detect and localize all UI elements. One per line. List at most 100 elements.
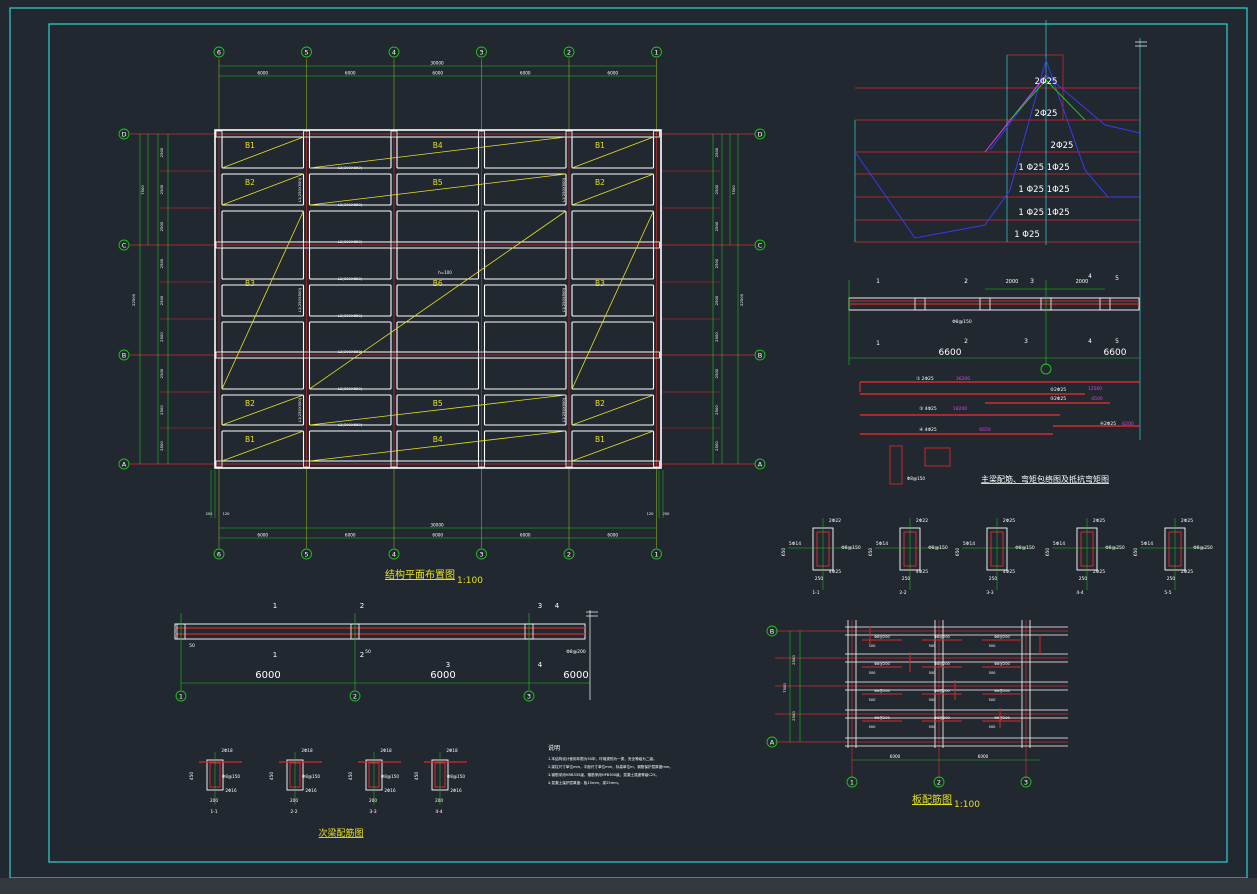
slab-diagonal [309,430,567,462]
section-width: 200 [369,798,377,803]
section-top-bar: 2Φ18 [301,748,313,753]
axis-bubble-right: D [757,130,762,138]
secondary-axis-bubble: 3 [527,692,531,700]
slab-panel [308,430,392,462]
bar-note: ②2Φ25 [1050,387,1066,393]
section-mark: 5 [1115,275,1119,282]
section-mark: 1 [273,602,277,610]
column [478,460,485,468]
section-width: 200 [290,798,298,803]
slab-panel [571,210,655,243]
slab-panel [308,284,392,317]
slab-label: B3 [595,279,605,288]
axis-bubble-bottom: 1 [654,550,658,558]
beam-label: L2(300X650) [338,276,363,281]
slab-bar-label: 500 [989,671,997,675]
section-mark: 3 [538,602,542,610]
slab-diagonal [309,136,567,169]
section-mark: 1 [876,278,880,285]
beam-label: L1(250X500) [297,397,302,422]
slab-bar-label: Φ8@200 [874,689,890,693]
bar-note: 6200 [1122,421,1134,427]
axis-bubble-top-circle [651,46,662,58]
dim-side: 2500 [159,184,164,194]
section-hanger: 5Φ14 [963,541,975,547]
dim-edge: 250 [663,512,671,516]
bar-note: 4500 [1091,396,1103,402]
axis-bubble-bottom: 3 [479,550,483,558]
beam-label: L2(300X650) [338,202,363,207]
section-top-bar: 2Φ18 [446,748,458,753]
column [215,130,223,138]
stirrup-detail [889,445,903,485]
slab-panel [221,210,305,243]
section-mark: 2 [360,651,364,659]
secondary-axis-bubble-circle [349,690,361,702]
dim-bay: 6000 [432,533,443,538]
section-side-bar: Φ8@150 [841,545,861,551]
inner-frame [48,23,1228,863]
bottom-strip [0,878,1257,894]
axis-bubble-top: 5 [304,48,308,56]
section-height: 650 [955,548,961,557]
column [565,241,573,249]
axis-bubble-left: C [122,241,127,249]
rebar-label: 1 Φ25 1Φ25 [1018,163,1069,173]
dim-side: 2500 [159,441,164,451]
section-top-bar: 2Φ22 [916,518,928,524]
axis-bubble-top: 1 [654,48,658,56]
section-label: 5-5 [1164,590,1171,596]
span-dim: 6000 [890,754,901,759]
span-dim: 6000 [978,754,989,759]
rebar-label: 1 Φ25 [1014,230,1040,240]
section-label: 2-2 [899,590,906,596]
section-hanger: 5Φ14 [1141,541,1153,547]
axis-bubble-bottom-circle [301,548,312,560]
section-bottom-bar: 2Φ16 [450,788,462,793]
slab-panel [571,247,655,280]
column [390,241,398,249]
section-height: 450 [414,772,420,781]
slab-bar-label: 500 [929,671,937,675]
bar-note: 18200 [953,406,967,412]
section-top-bar: 2Φ25 [1181,518,1193,524]
stirrup-label: Φ8@150 [907,476,925,481]
section-mark: 3 [446,661,450,669]
slab-bar-label: 500 [989,698,997,702]
section-bottom-bar: 4Φ25 [916,569,928,575]
slab-panel [396,357,480,390]
dim: 2000 [1006,279,1019,285]
section-bottom-bar: 4Φ25 [1003,569,1015,575]
slab-diagonal [571,394,654,426]
slab-diagonal [221,210,304,390]
slab-diagonal [571,430,654,462]
slab-panel [308,394,392,426]
slab-panel [396,430,480,462]
span-dim: 6600 [939,348,962,358]
bar-note: 50 [365,649,371,655]
slab-panel [396,210,480,243]
bar-note: ③2Φ25 [1050,396,1066,402]
bar-note: 36200 [956,376,970,382]
slab-panel [308,210,392,243]
dim-side: 2500 [159,295,164,305]
column [565,130,573,138]
slab-panel [308,136,392,169]
section-height: 450 [269,772,275,781]
slab-axis-bubble-side: B [770,627,774,635]
section-label: 3-3 [986,590,993,596]
beam-label: L2(300X650) [338,422,363,427]
slab-axis-bubble-bottom-circle [933,776,945,788]
slab-panel [571,394,655,426]
slab-axis-bubble-side: A [770,738,775,746]
column [653,460,660,468]
slab-panel [221,430,305,462]
secondary-beam-sections: 2Φ18Φ8@1502Φ164502001-12Φ18Φ8@1502Φ16450… [189,748,467,815]
slab-panel [396,321,480,353]
dim: 2000 [1076,279,1089,285]
axis-bubble-bottom: 6 [217,550,221,558]
dim-side: 2500 [714,147,719,157]
section-top-bar: 2Φ18 [221,748,233,753]
